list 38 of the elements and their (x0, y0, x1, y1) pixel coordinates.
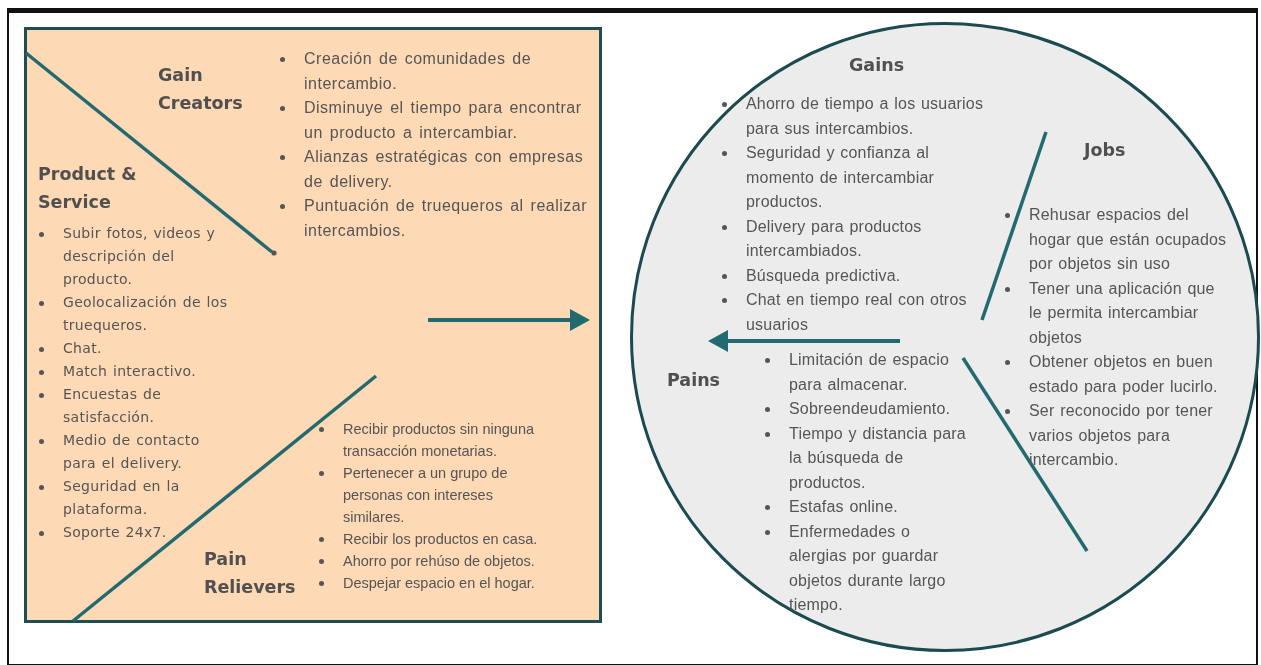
bullet-item: Pertenecer a un grupo de personas con intereses similares. (316, 462, 543, 528)
bullet-item: Tener una aplicación que le permita intercambiar objetos (1002, 276, 1229, 350)
bullet-item: Obtener objetos en buen estado para poder lucirlo. (1002, 350, 1229, 399)
bullet-item: Seguridad y confianza al momento de intercambiar productos. (719, 141, 984, 215)
section-heading: Gain Creators (158, 64, 244, 115)
bullet-item: Enfermedades o alergias por guardar objetos durante largo tiempo. (762, 519, 969, 618)
bullet-item: Medio de contacto para el delivery. (36, 429, 231, 475)
bullet-item: Seguridad en la plataforma. (36, 475, 231, 521)
bullet-item: Búsqueda predictiva. (719, 263, 984, 288)
section-heading: Pains (667, 369, 722, 392)
section-heading: Gains (849, 54, 906, 77)
bullet-item: Encuestas de satisfacción. (36, 383, 231, 429)
bullet-item: Match interactivo. (36, 360, 231, 383)
bullet-item: Sobreendeudamiento. (762, 397, 969, 422)
bullet-item: Disminuye el tiempo para encontrar un producto a intercambiar. (277, 96, 595, 145)
section-heading: Pain Relievers (204, 548, 297, 599)
bullet-item: Ser reconocido por tener varios objetos para intercambio. (1002, 399, 1229, 473)
bullet-item: Puntuación de truequeros al realizar intercambios. (277, 194, 595, 243)
bullet-item: Limitación de espacio para almacenar. (762, 348, 969, 397)
bullet-item: Tiempo y distancia para la búsqueda de productos. (762, 421, 969, 495)
value-map-square (24, 27, 602, 623)
section-heading: Jobs (1084, 139, 1127, 162)
section-heading: Product & Service (38, 163, 138, 214)
bullet-item: Soporte 24x7. (36, 521, 231, 544)
bullet-item: Rehusar espacios del hogar que están ocupados por objetos sin uso (1002, 203, 1229, 277)
bullet-item: Recibir productos sin ninguna transacción monetarias. (316, 418, 543, 462)
bullet-item: Creación de comunidades de intercambio. (277, 47, 595, 96)
bullet-item: Ahorro por rehúso de objetos. (316, 550, 543, 572)
bullet-item: Subir fotos, videos y descripción del producto. (36, 222, 231, 291)
bullet-item: Alianzas estratégicas con empresas de delivery. (277, 145, 595, 194)
bullet-item: Chat en tiempo real con otros usuarios (719, 288, 984, 337)
bullet-item: Recibir los productos en casa. (316, 528, 543, 550)
bullet-item: Estafas online. (762, 495, 969, 520)
bullet-item: Chat. (36, 337, 231, 360)
bullet-item: Ahorro de tiempo a los usuarios para sus intercambios. (719, 92, 984, 141)
bullet-item: Geolocalización de los truequeros. (36, 291, 231, 337)
bullet-item: Delivery para productos intercambiados. (719, 214, 984, 264)
bullet-item: Despejar espacio en el hogar. (316, 572, 543, 594)
